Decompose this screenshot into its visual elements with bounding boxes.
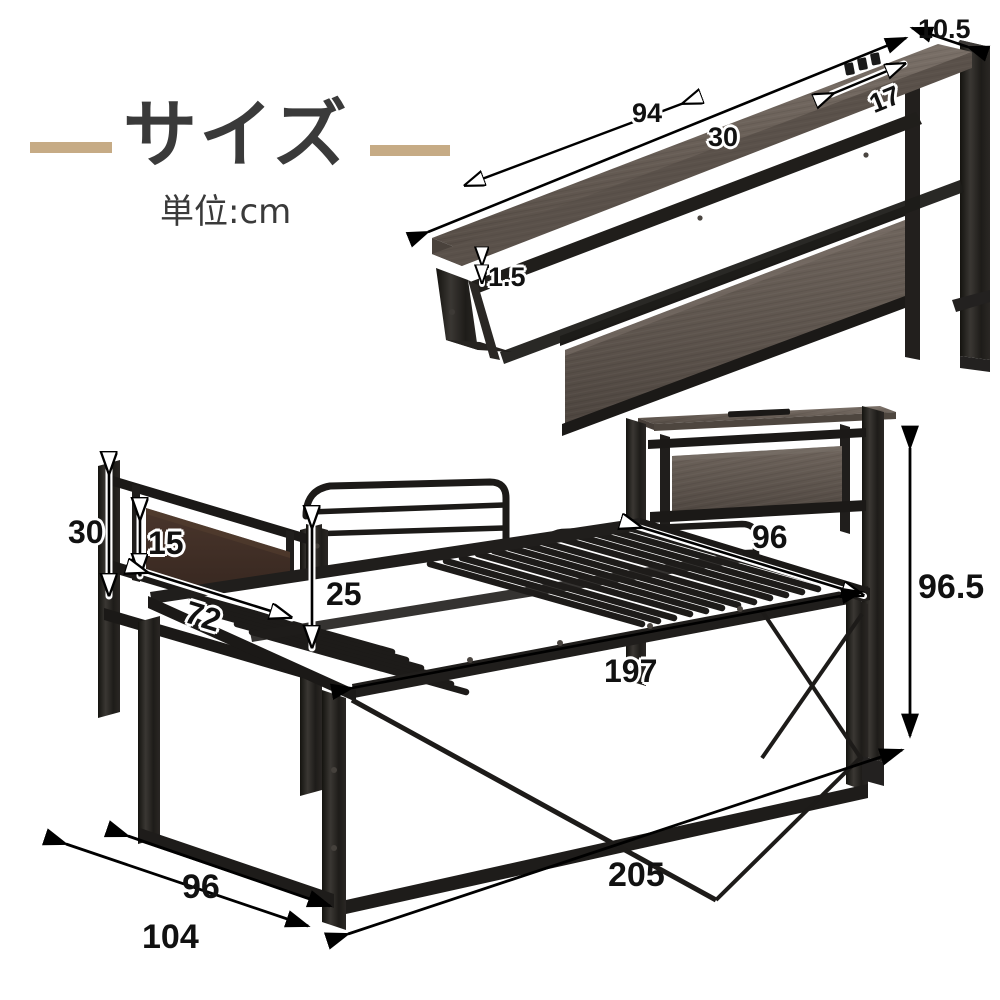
title-block: サイズ 単位:cm: [0, 92, 500, 242]
label-30: 30: [708, 122, 739, 152]
side-guard-rail: [302, 478, 510, 564]
label-bed-30: 30: [68, 514, 104, 550]
dimline-bed-197: [330, 587, 865, 701]
label-10-5: 10.5: [918, 14, 971, 44]
dimline-17: [832, 60, 904, 94]
label-bed-15: 15: [148, 525, 184, 561]
page-title: サイズ: [123, 92, 349, 178]
dimline-bed-104: [41, 828, 311, 928]
label-bed-96-bottom: 96: [182, 868, 220, 906]
label-bed-104: 104: [142, 918, 199, 956]
label-94: 94: [632, 98, 663, 128]
dimline-bed-205: [323, 748, 905, 950]
label-bed-25: 25: [326, 576, 362, 612]
headboard-detail-drawing: [405, 26, 991, 436]
dimline-30: [458, 100, 690, 190]
dimline-94: [405, 36, 909, 248]
dimline-bed-96-bottom: [103, 820, 333, 908]
label-bed-197: 197: [604, 653, 658, 689]
unit-note: 単位:cm: [160, 192, 292, 232]
label-bed-96-5: 96.5: [918, 568, 985, 606]
dimline-10-5: [909, 26, 991, 62]
bed-frame-drawing: [41, 406, 919, 950]
label-bed-96-top: 96: [752, 519, 788, 555]
label-1-5: 1.5: [488, 262, 526, 292]
label-bed-205: 205: [608, 856, 665, 894]
title-dash-left: [30, 142, 112, 153]
dimline-bed-96-top: [638, 527, 867, 599]
dimline-bed-72: [144, 572, 296, 622]
